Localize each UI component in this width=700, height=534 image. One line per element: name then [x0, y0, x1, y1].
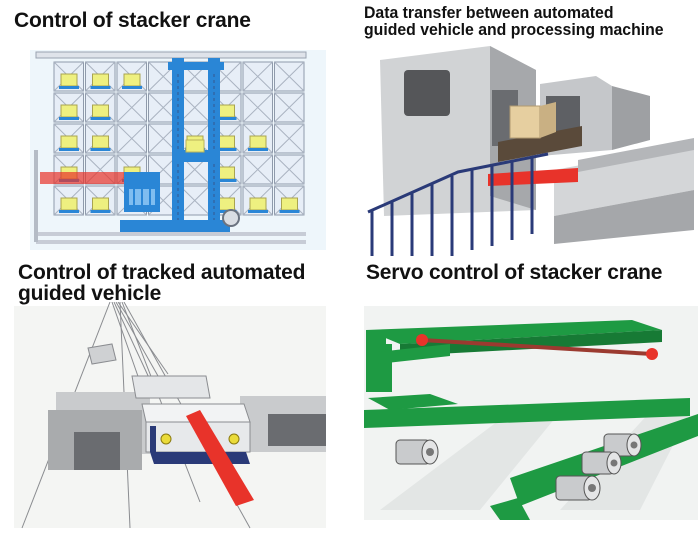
- panel-title-line-1: Control of tracked automated: [18, 261, 306, 284]
- rack-cell-brace: [274, 154, 305, 185]
- panel-servo-control: Servo control of stacker crane: [350, 262, 700, 534]
- rack-cell-brace: [274, 123, 305, 154]
- package-pallet: [122, 86, 142, 89]
- package: [249, 135, 267, 149]
- automated-guided-vehicle: [498, 102, 582, 162]
- measurement-line: [421, 338, 653, 356]
- package-pallet: [59, 86, 79, 89]
- rack-cell-brace: [179, 185, 210, 216]
- rack-cell-brace: [274, 61, 305, 92]
- package-pallet: [216, 117, 237, 120]
- package: [123, 73, 141, 87]
- station-left: [48, 392, 150, 470]
- package: [249, 197, 267, 211]
- package: [218, 197, 235, 211]
- panel-title: Data transfer between automated guided v…: [364, 4, 664, 39]
- panel-title-line-1: Data transfer between automated: [364, 3, 614, 22]
- package-pallet: [90, 148, 111, 151]
- package-pallet: [248, 148, 268, 151]
- package: [218, 135, 235, 149]
- rack-cell-brace: [242, 61, 273, 92]
- package: [92, 135, 109, 149]
- panel-title: Control of stacker crane: [14, 9, 251, 32]
- package-pallet: [216, 148, 237, 151]
- panel-title-line-2: guided vehicle and processing machine: [364, 20, 664, 40]
- rack-cell-brace: [116, 92, 147, 123]
- package: [60, 104, 78, 118]
- package: [60, 197, 78, 211]
- package-pallet: [59, 148, 79, 151]
- rack-cell-brace: [116, 123, 147, 154]
- rack-cell-brace: [242, 92, 273, 123]
- package: [92, 197, 109, 211]
- panel-title-line-2: guided vehicle: [18, 282, 162, 306]
- guard-rail: [367, 152, 549, 256]
- package-pallet: [279, 210, 300, 213]
- package-pallet: [216, 179, 237, 182]
- package-pallet: [90, 210, 111, 213]
- station-right: [240, 396, 326, 452]
- stacker-crane-illustration: [30, 50, 326, 250]
- package: [60, 135, 78, 149]
- panel-tracked-agv: Control of tracked automated guided vehi…: [0, 262, 340, 534]
- package-pallet: [59, 117, 79, 120]
- laser-beam: [186, 410, 254, 506]
- rack-cell-brace: [274, 92, 305, 123]
- rollers: [395, 433, 642, 501]
- package-pallet: [90, 117, 111, 120]
- rack-cell-brace: [242, 154, 273, 185]
- panel-title: Servo control of stacker crane: [366, 261, 663, 284]
- conveyor: [554, 138, 694, 244]
- servo-control-illustration: [364, 306, 698, 520]
- package-pallet: [248, 210, 268, 213]
- package-pallet: [90, 86, 111, 89]
- panel-stacker-crane: Control of stacker crane: [0, 0, 340, 260]
- package: [218, 166, 235, 180]
- package: [218, 104, 235, 118]
- sensor-left: [416, 334, 428, 346]
- package-pallet: [59, 210, 79, 213]
- package: [92, 104, 109, 118]
- stacker-crane: [120, 58, 240, 232]
- laser-beam: [40, 172, 150, 184]
- panel-title: Control of tracked automated guided vehi…: [18, 262, 305, 305]
- panel-data-transfer: Data transfer between automated guided v…: [350, 0, 700, 260]
- tracked-agv-illustration: [14, 302, 326, 529]
- data-transfer-illustration: [367, 46, 694, 256]
- package: [60, 73, 78, 87]
- sensor-right: [646, 348, 658, 360]
- package: [281, 197, 298, 211]
- package: [92, 73, 109, 87]
- rack-cell-brace: [179, 92, 210, 123]
